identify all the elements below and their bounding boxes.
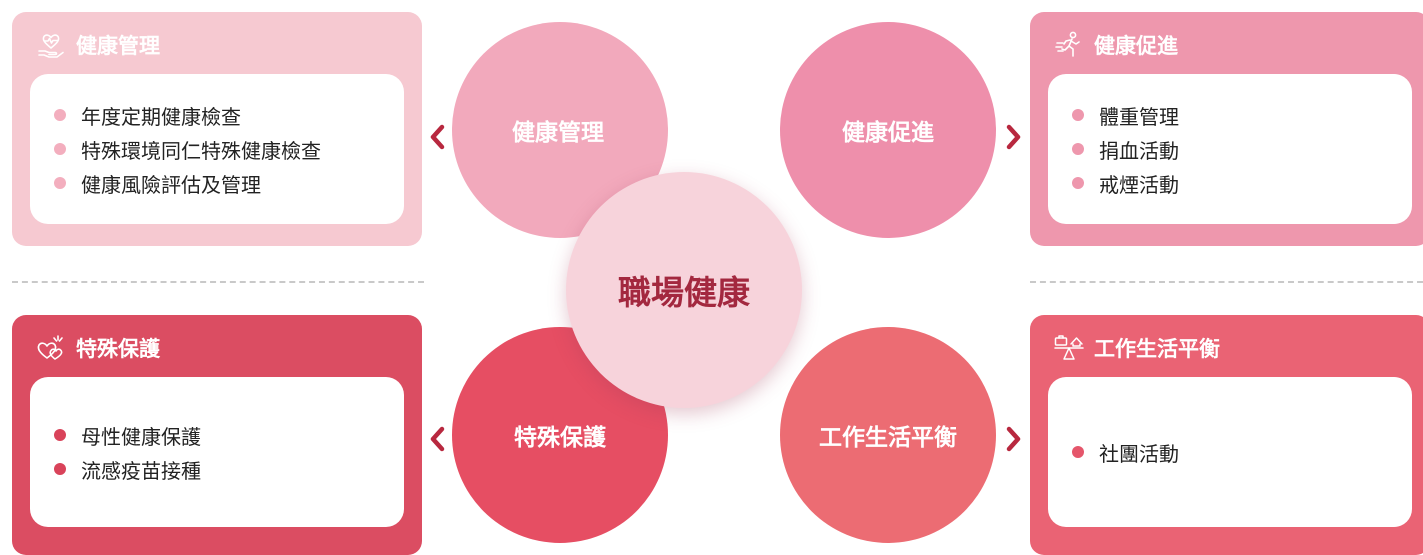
panel-title-text: 特殊保護 — [76, 337, 160, 361]
chevron-right-icon — [1006, 124, 1021, 150]
circle-label: 特殊保護 — [514, 425, 606, 451]
list-item: 年度定期健康檢查 — [54, 98, 404, 132]
panel-work-life-balance: 工作生活平衡 社團活動 — [1030, 315, 1423, 555]
bullet — [54, 109, 66, 121]
panel-header: 健康促進 — [1054, 30, 1178, 60]
work-life-scale-icon — [1054, 333, 1084, 363]
bullet — [1072, 446, 1084, 458]
panel-header: 特殊保護 — [36, 333, 160, 363]
running-person-icon — [1054, 30, 1084, 60]
panel-list: 社團活動 — [1048, 377, 1412, 527]
bullet — [54, 177, 66, 189]
list-item: 流感疫苗接種 — [54, 452, 404, 486]
circle-label: 健康管理 — [512, 120, 604, 146]
panel-title-text: 健康管理 — [76, 34, 160, 58]
panel-list: 體重管理 捐血活動 戒煙活動 — [1048, 74, 1412, 224]
circle-health-management: 健康管理 — [452, 22, 668, 238]
circle-work-life-balance: 工作生活平衡 — [780, 327, 996, 543]
heart-rate-hand-icon — [36, 30, 66, 60]
panel-list: 母性健康保護 流感疫苗接種 — [30, 377, 404, 527]
chevron-left-icon — [430, 124, 445, 150]
hearts-icon — [36, 333, 66, 363]
bullet — [1072, 143, 1084, 155]
circle-label: 健康促進 — [842, 120, 934, 146]
bullet — [54, 143, 66, 155]
list-item: 社團活動 — [1072, 435, 1412, 469]
chevron-left-icon — [430, 426, 445, 452]
divider-right — [1030, 281, 1423, 283]
panel-health-management: 健康管理 年度定期健康檢查 特殊環境同仁特殊健康檢查 健康風險評估及管理 — [12, 12, 422, 246]
bullet — [1072, 177, 1084, 189]
list-item: 母性健康保護 — [54, 418, 404, 452]
panel-health-promotion: 健康促進 體重管理 捐血活動 戒煙活動 — [1030, 12, 1423, 246]
list-item: 戒煙活動 — [1072, 166, 1412, 200]
center-label: 職場健康 — [618, 273, 750, 312]
bullet — [54, 429, 66, 441]
bullet — [54, 463, 66, 475]
list-item: 捐血活動 — [1072, 132, 1412, 166]
circle-health-promotion: 健康促進 — [780, 22, 996, 238]
panel-title-text: 工作生活平衡 — [1094, 337, 1220, 361]
center-circle: 職場健康 — [566, 172, 802, 408]
list-item: 特殊環境同仁特殊健康檢查 — [54, 132, 404, 166]
chevron-right-icon — [1006, 426, 1021, 452]
divider-left — [12, 281, 424, 283]
list-item: 體重管理 — [1072, 98, 1412, 132]
list-item: 健康風險評估及管理 — [54, 166, 404, 200]
panel-header: 健康管理 — [36, 30, 160, 60]
panel-header: 工作生活平衡 — [1054, 333, 1220, 363]
panel-list: 年度定期健康檢查 特殊環境同仁特殊健康檢查 健康風險評估及管理 — [30, 74, 404, 224]
circle-label: 工作生活平衡 — [819, 425, 957, 451]
panel-title-text: 健康促進 — [1094, 34, 1178, 58]
bullet — [1072, 109, 1084, 121]
panel-special-protection: 特殊保護 母性健康保護 流感疫苗接種 — [12, 315, 422, 555]
